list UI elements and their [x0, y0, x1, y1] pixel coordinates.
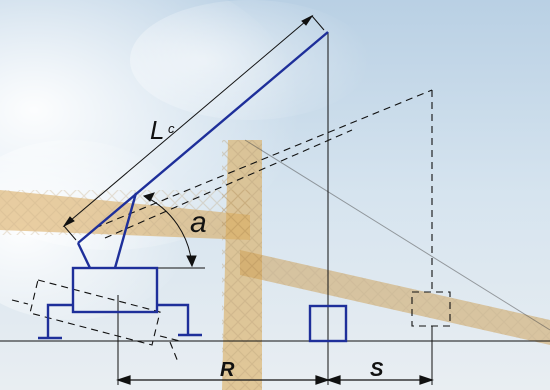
- crane-schematic: [38, 31, 348, 343]
- crane-jib-right: [240, 250, 550, 345]
- boom-strut: [113, 192, 138, 269]
- right-outrigger: [157, 303, 190, 335]
- left-outrigger: [46, 303, 73, 338]
- boom-foot: [76, 242, 92, 269]
- offset-dimension: [326, 375, 434, 385]
- load-box: [308, 304, 348, 343]
- boom-length-label: L: [150, 115, 164, 145]
- boom: [77, 31, 329, 244]
- offset-label: S: [370, 359, 384, 381]
- boom-length-subscript: c: [168, 121, 175, 136]
- boom-angle-arc: [142, 192, 197, 268]
- boom-length-dimension: [62, 14, 325, 241]
- boom-angle-label: a: [190, 206, 207, 239]
- crane-jib-left: [0, 190, 250, 240]
- radius-dimension: [116, 375, 330, 385]
- tilted-crane-dashed: [11, 89, 451, 363]
- radius-label: R: [220, 359, 235, 381]
